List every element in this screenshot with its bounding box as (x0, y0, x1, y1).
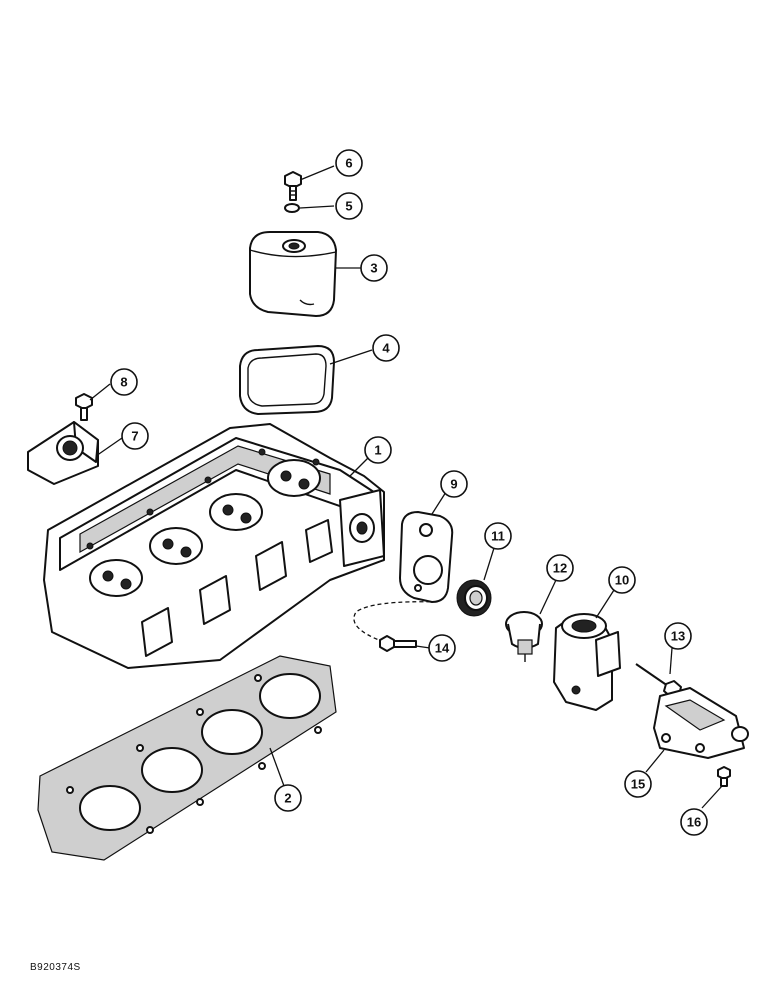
svg-text:8: 8 (120, 375, 127, 390)
svg-text:6: 6 (345, 156, 352, 171)
cover-bolt (284, 171, 302, 201)
callout-5: 5 (335, 192, 363, 220)
lifting-bracket (27, 421, 99, 485)
head-gasket (37, 655, 337, 861)
callout-1: 1 (364, 436, 392, 464)
svg-text:13: 13 (671, 629, 685, 644)
callout-15: 15 (624, 770, 652, 798)
thermostat (505, 611, 543, 662)
bracket-bolt-16 (717, 766, 731, 787)
callout-14: 14 (428, 634, 456, 662)
mounting-bracket (653, 687, 749, 759)
svg-text:1: 1 (374, 443, 381, 458)
svg-text:10: 10 (615, 573, 629, 588)
callout-4: 4 (372, 334, 400, 362)
housing-bolt-14 (379, 635, 417, 652)
svg-text:15: 15 (631, 777, 645, 792)
rocker-pockets (89, 459, 321, 597)
callout-8: 8 (110, 368, 138, 396)
callout-3: 3 (360, 254, 388, 282)
thermostat-seal (456, 579, 492, 617)
cylinder-head (43, 423, 385, 669)
callout-12: 12 (546, 554, 574, 582)
svg-text:4: 4 (382, 341, 390, 356)
callout-7: 7 (121, 422, 149, 450)
exhaust-ports (141, 519, 333, 657)
svg-text:14: 14 (435, 641, 450, 656)
callout-9: 9 (440, 470, 468, 498)
callout-16: 16 (680, 808, 708, 836)
callout-11: 11 (484, 522, 512, 550)
svg-text:3: 3 (370, 261, 377, 276)
figure-code: B920374S (30, 962, 81, 973)
bolt-path-line (353, 601, 441, 643)
callout-6: 6 (335, 149, 363, 177)
thermostat-housing (553, 613, 621, 711)
svg-text:2: 2 (284, 791, 291, 806)
svg-text:7: 7 (131, 429, 138, 444)
svg-text:16: 16 (687, 815, 701, 830)
cover-gasket (239, 345, 335, 415)
thermostat-housing-gasket (399, 511, 454, 603)
cover-washer (284, 203, 300, 213)
svg-text:12: 12 (553, 561, 567, 576)
svg-text:11: 11 (491, 529, 505, 544)
bracket-bolt (75, 393, 93, 421)
svg-text:5: 5 (345, 199, 352, 214)
callout-13: 13 (664, 622, 692, 650)
leader-lines (89, 165, 723, 809)
callout-10: 10 (608, 566, 636, 594)
callout-2: 2 (274, 784, 302, 812)
svg-text:9: 9 (450, 477, 457, 492)
thermostat-cover (249, 231, 337, 317)
